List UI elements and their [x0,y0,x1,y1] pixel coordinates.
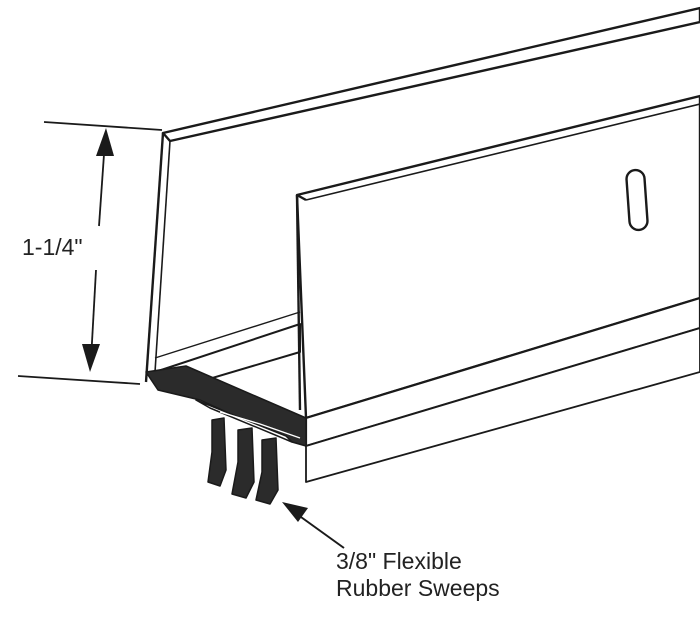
height-dimension [17,121,163,385]
dimension-extension-top [43,121,163,131]
callout-line-1: 3/8" Flexible [336,548,462,574]
arrow-down-icon [82,344,100,372]
callout-arrow-icon [282,502,308,522]
callout-line-2: Rubber Sweeps [336,575,500,602]
rubber-sweeps [145,365,307,505]
arrow-up-icon [96,128,114,156]
sweep-callout-label: 3/8" Flexible Rubber Sweeps [336,548,500,602]
channel-back-wall [144,6,700,383]
callout-leader [282,502,345,549]
mounting-slot [625,168,649,232]
channel-front-wall [295,94,700,420]
height-dimension-label: 1-1/4" [22,234,83,260]
dimension-extension-bottom [17,375,141,385]
